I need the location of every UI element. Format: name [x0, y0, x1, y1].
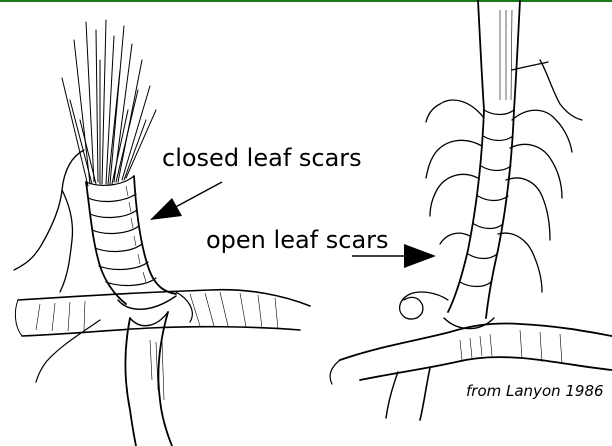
source-caption: from Lanyon 1986: [466, 382, 604, 400]
closed-leaf-scars-label: closed leaf scars: [162, 144, 362, 172]
closed-scars-arrow: [150, 182, 222, 220]
open-leaf-scars-label: open leaf scars: [206, 226, 389, 254]
right-stem-drawing: [330, 0, 612, 420]
